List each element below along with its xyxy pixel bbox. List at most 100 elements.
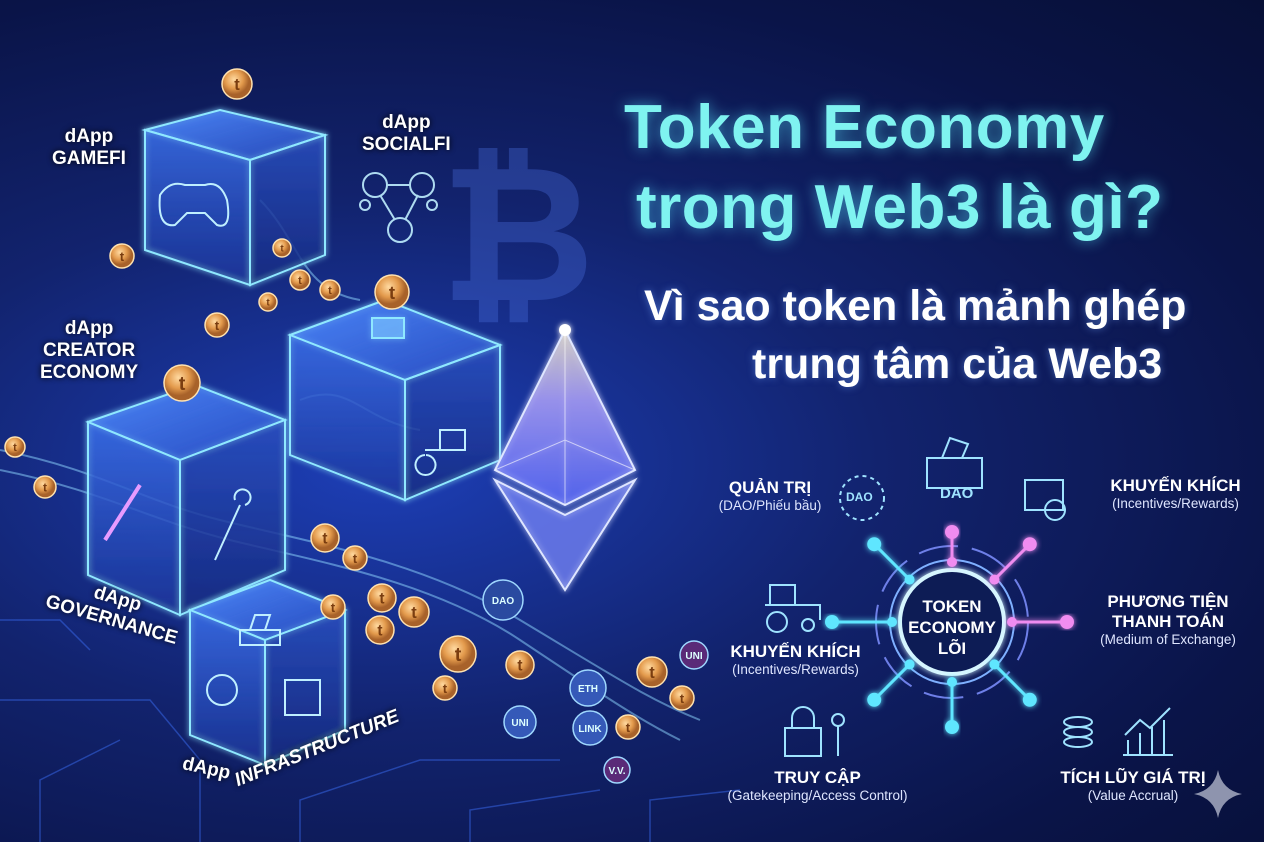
token-coin: t <box>439 635 477 673</box>
badge-label: ETH <box>578 684 598 695</box>
core-spoke <box>945 525 959 567</box>
function-title: TRUY CẬP <box>774 768 861 787</box>
coin-symbol: t <box>179 373 186 395</box>
spoke-line <box>993 543 1031 581</box>
cube-creator-economy <box>85 383 288 617</box>
dao-network-icon <box>839 475 885 521</box>
ballot-box-icon <box>239 614 281 646</box>
coin-symbol: t <box>13 442 17 454</box>
token-coin: t <box>272 238 292 258</box>
coin-symbol: t <box>353 551 358 566</box>
dapp-name: CREATOR <box>42 340 136 361</box>
coin-disc <box>320 594 346 620</box>
badge-disc <box>572 710 608 746</box>
coin-disc <box>319 279 341 301</box>
badge-disc <box>603 756 631 784</box>
token-coin: t <box>669 685 695 711</box>
function-title: PHƯƠNG TIỆN <box>1107 592 1229 611</box>
coin-disc <box>310 523 340 553</box>
coin-disc <box>221 68 253 100</box>
coin-disc <box>374 274 410 310</box>
core-line-2: ECONOMY <box>908 618 996 637</box>
token-coin: t <box>109 243 135 269</box>
coin-disc <box>258 292 278 312</box>
coin-symbol: t <box>234 76 240 94</box>
token-coin: t <box>432 675 458 701</box>
badge-disc <box>482 579 524 621</box>
coin-symbol: t <box>322 531 327 548</box>
function-subtitle: (Incentives/Rewards) <box>732 662 859 677</box>
token-badge: UNI <box>503 705 537 739</box>
coin-symbol: t <box>215 318 220 333</box>
token-coin: t <box>163 364 201 402</box>
spoke-line <box>873 663 911 701</box>
coin-symbol: t <box>43 480 47 494</box>
coin-disc <box>367 583 397 613</box>
coin-symbol: t <box>389 282 395 303</box>
cube-gamefi <box>141 108 329 287</box>
coin-symbol: t <box>120 249 125 264</box>
core-spoke <box>867 537 915 585</box>
reward-box-icon <box>1024 479 1066 521</box>
token-coin: t <box>289 269 311 291</box>
token-badge: UNI <box>679 640 709 670</box>
coin-symbol: t <box>649 664 655 682</box>
dapp-name: SOCIALFI <box>362 134 451 155</box>
coin-symbol: t <box>379 591 384 608</box>
coin-disc <box>163 364 201 402</box>
coin-symbol: t <box>411 604 417 622</box>
coin-symbol: t <box>328 285 332 297</box>
token-badge: ETH <box>569 669 607 707</box>
dapp-name: GAMEFI <box>52 148 126 169</box>
function-governance: QUẢN TRỊ(DAO/Phiếu bầu) <box>700 478 840 513</box>
dao-ballot-icon <box>926 436 983 489</box>
spoke-line <box>993 663 1031 701</box>
core-spoke <box>867 659 915 707</box>
token-coin: t <box>615 714 641 740</box>
core-line-3: LÕI <box>937 639 967 658</box>
coin-disc <box>33 475 57 499</box>
cube-infrastructure <box>187 578 348 767</box>
chip-icon <box>284 679 321 716</box>
function-access: TRUY CẬP(Gatekeeping/Access Control) <box>705 768 930 803</box>
lock-key-icon <box>784 706 845 757</box>
subtitle-line-1: Vì sao token là mảnh ghép <box>644 282 1187 330</box>
spoke-line <box>873 543 911 581</box>
function-subtitle: (Value Accrual) <box>1087 788 1179 803</box>
badge-label: UNI <box>511 718 528 729</box>
badge-disc <box>679 640 709 670</box>
dao-icon-label: DAO <box>940 485 974 502</box>
dapp-prefix: dApp <box>64 126 114 147</box>
ethereum-icon <box>492 324 638 592</box>
dapp-prefix: dApp <box>382 112 431 133</box>
function-value-accrual: TÍCH LŨY GIÁ TRỊ(Value Accrual) <box>1058 768 1208 803</box>
spoke-outer-node <box>1022 692 1037 707</box>
badge-label: DAO <box>492 596 514 607</box>
gamepad-icon <box>158 182 230 227</box>
coin-symbol: t <box>377 623 382 640</box>
core-label: TOKEN ECONOMY LÕI <box>902 596 1002 659</box>
token-economy-core-diagram <box>825 525 1074 734</box>
dapp-name-2: ECONOMY <box>40 362 139 383</box>
coin-symbol: t <box>680 691 685 706</box>
coin-disc <box>342 545 368 571</box>
coin-disc <box>636 656 668 688</box>
function-title: TÍCH LŨY GIÁ TRỊ <box>1060 768 1206 787</box>
badge-label: UNI <box>685 651 702 662</box>
coin-disc <box>669 685 695 711</box>
coin-disc <box>615 714 641 740</box>
token-coin: t <box>636 656 668 688</box>
core-line-1: TOKEN <box>922 597 982 616</box>
token-badge: DAO <box>482 579 524 621</box>
coin-disc <box>432 675 458 701</box>
spoke-inner-node <box>989 659 1000 670</box>
token-coin: t <box>319 279 341 301</box>
core-ring <box>898 568 1006 676</box>
social-network-icon <box>359 172 438 243</box>
core-spoke <box>989 537 1037 585</box>
coin-disc <box>4 436 26 458</box>
